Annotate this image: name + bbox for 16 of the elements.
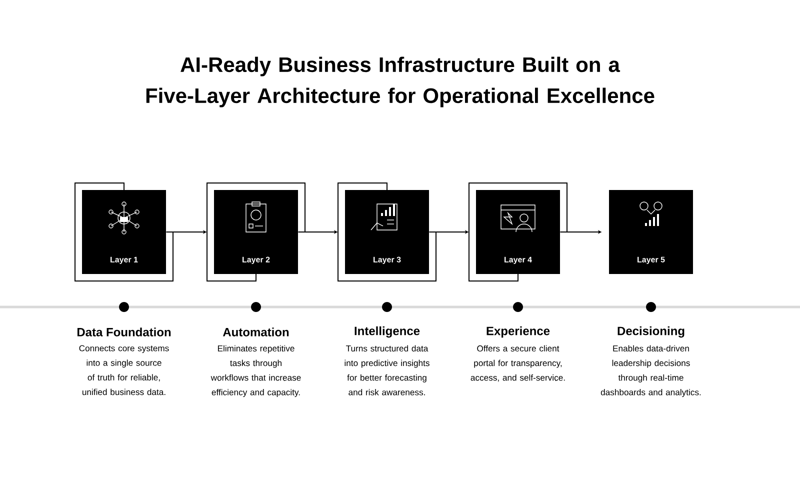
layer-description: Connects core systems into a single source of truth for reliable, unified business data. [79,345,169,396]
layer-heading: Data Foundation [77,328,171,336]
layer-description: Turns structured data into predictive insights for better forecasting and risk awareness. [344,345,430,396]
layer-box: Layer 2 [214,190,298,274]
layer-box: Layer 5 [609,190,693,274]
layer-heading: Decisioning [618,326,684,338]
layer-description: Offers a secure client portal for transparency, access, and self-service. [470,345,565,382]
layer-description: Enables data-driven leadership decisions through real-time dashboards and analytics. [600,345,701,397]
layer-heading: Automation [222,328,289,336]
layer-description: Eliminates repetitive tasks through workflows that increase efficiency and capacity. [210,345,301,397]
layer-box: Layer 3 [345,190,429,274]
layer-heading: Experience [486,326,550,338]
title: AI-Ready Business Infrastructure Built on a Five-Layer Architecture for Operational Excellence [146,56,654,108]
layer-box: Layer 1 [82,190,166,274]
layer-heading: Intelligence [354,326,420,338]
layer-box: Layer 4 [476,190,560,274]
